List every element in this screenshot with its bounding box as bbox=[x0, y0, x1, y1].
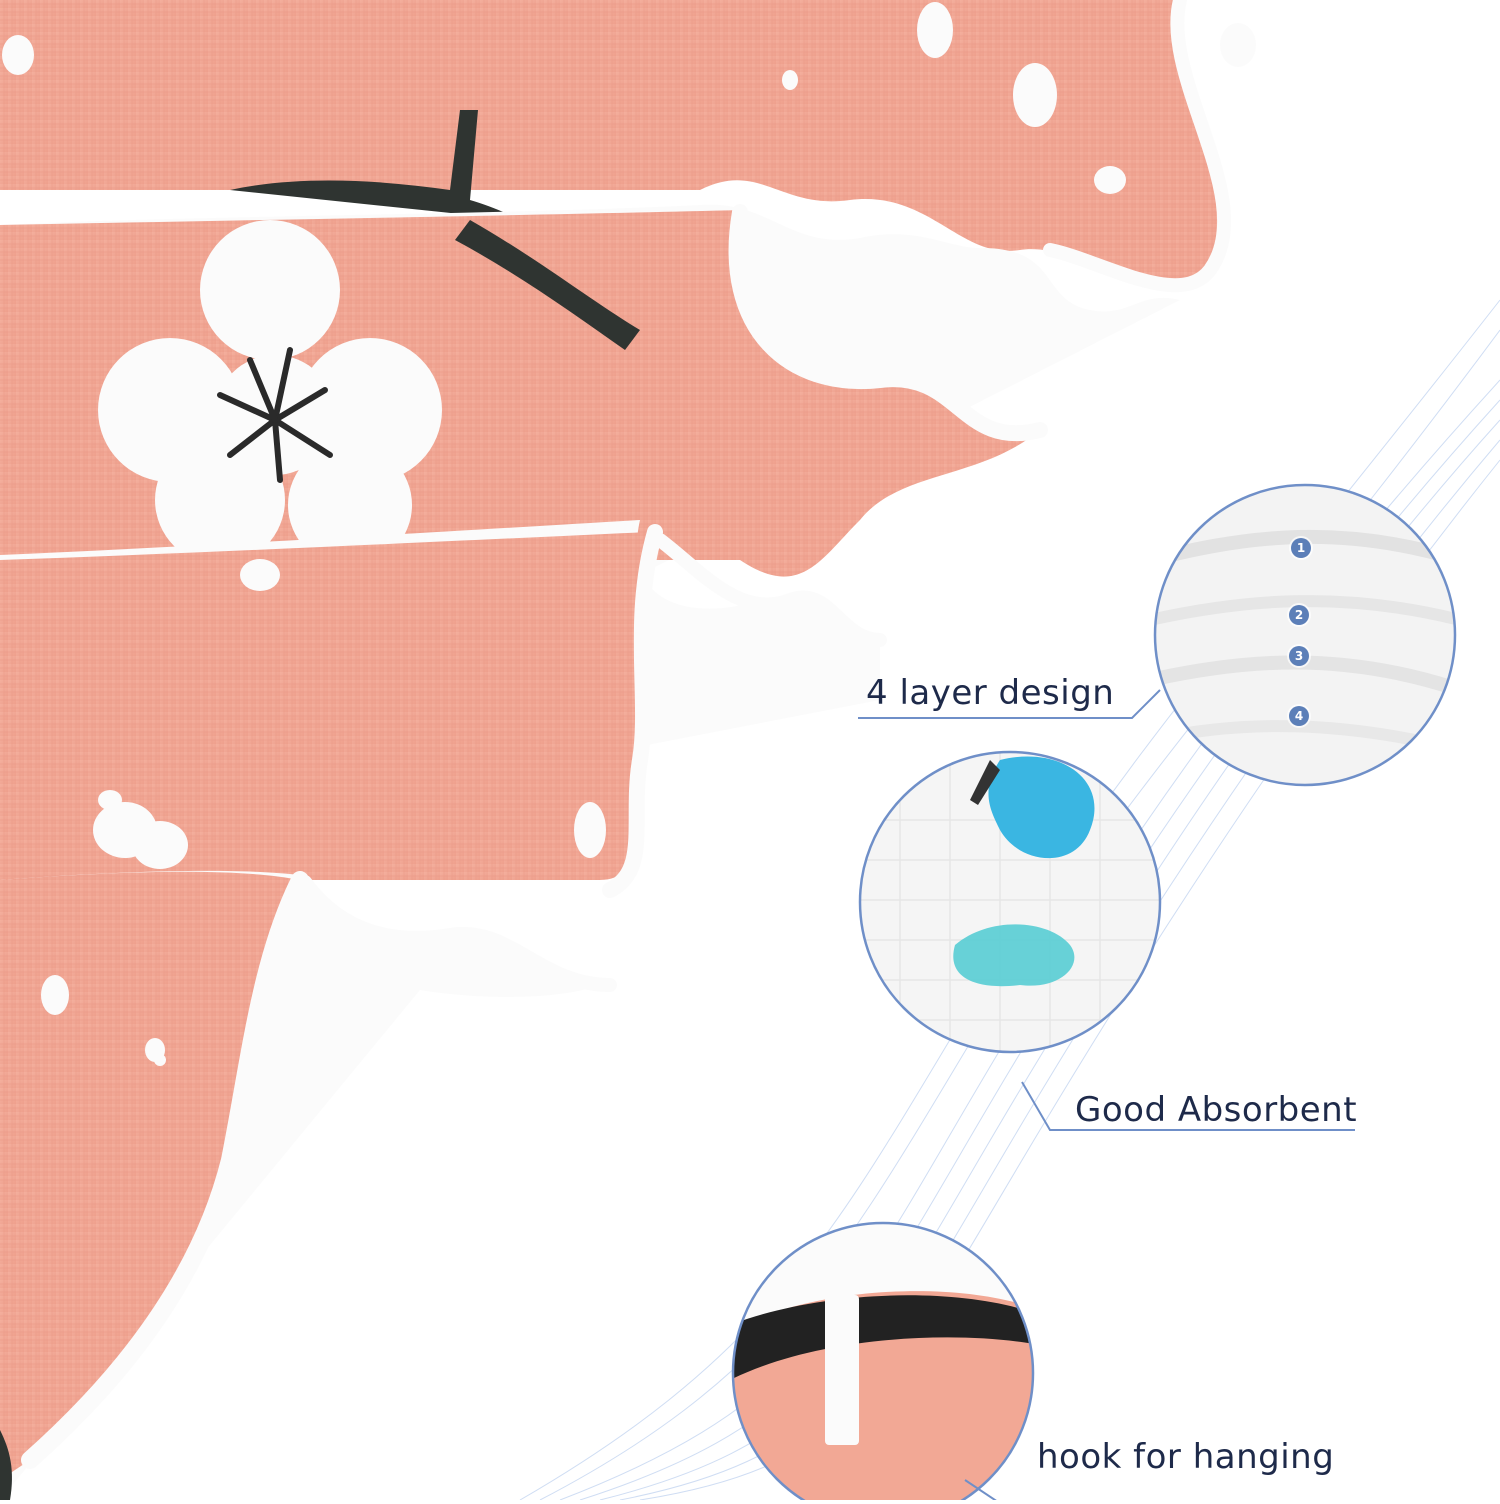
callout-layers bbox=[858, 483, 1457, 787]
layer-design-label: 4 layer design bbox=[866, 673, 1115, 713]
layer-number-2: 2 bbox=[1289, 605, 1309, 625]
layer-number-4: 4 bbox=[1289, 706, 1309, 726]
hanging-loop-icon bbox=[825, 1295, 859, 1445]
flower-icon bbox=[41, 975, 166, 1066]
layer-number-1: 1 bbox=[1291, 538, 1311, 558]
hook-for-hanging-label: hook for hanging bbox=[1037, 1437, 1335, 1477]
flower-icon bbox=[98, 220, 442, 567]
branch-shape bbox=[0, 1430, 12, 1500]
towel-fold-4 bbox=[0, 870, 617, 1500]
towel-fold-1 bbox=[0, 0, 1256, 330]
callout-hook bbox=[731, 1221, 1035, 1504]
good-absorbent-label: Good Absorbent bbox=[1075, 1090, 1358, 1130]
droplet-icon bbox=[988, 756, 1095, 859]
layer-number-3: 3 bbox=[1289, 646, 1309, 666]
towel-fold-3 bbox=[0, 520, 887, 898]
flower-icon bbox=[2, 2, 1256, 194]
callout-absorbent bbox=[858, 750, 1355, 1131]
flower-icon bbox=[93, 559, 606, 869]
